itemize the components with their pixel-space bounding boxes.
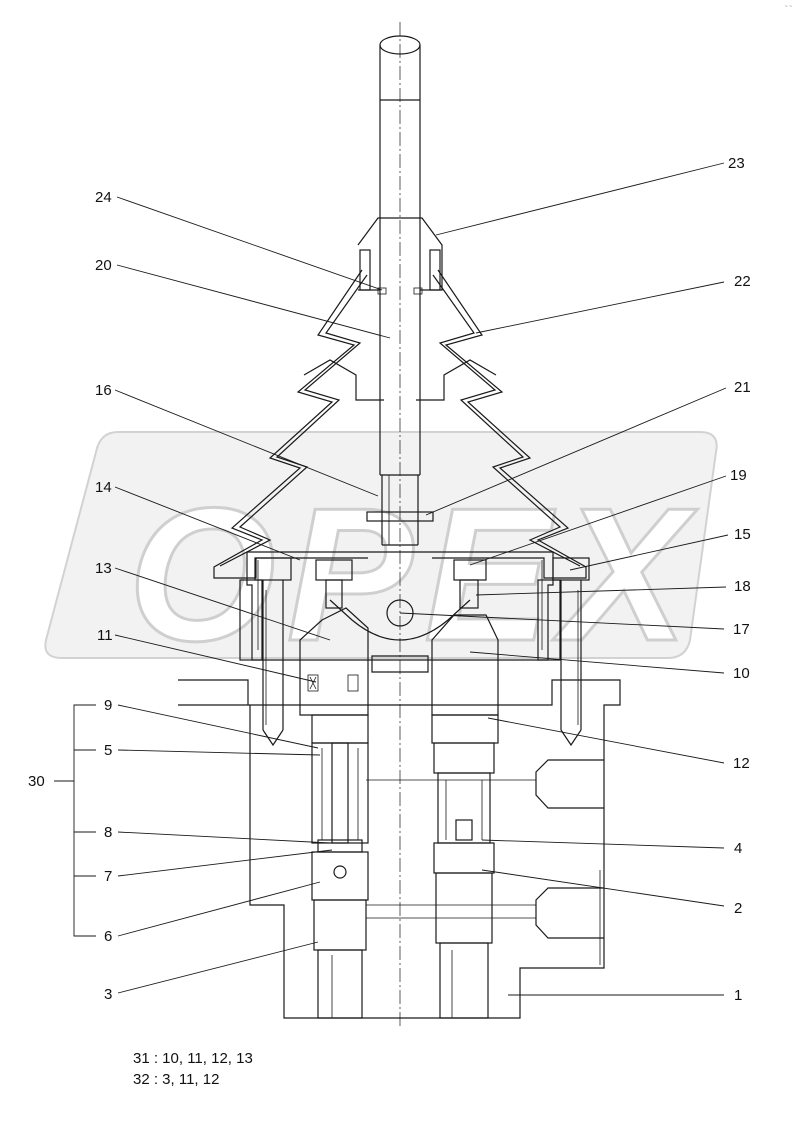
callout-21: 21 <box>734 379 751 396</box>
callout-30: 30 <box>28 773 45 790</box>
callout-labels: 23 24 20 22 16 21 14 19 15 13 18 17 11 1… <box>28 155 751 1004</box>
callout-12: 12 <box>733 755 750 772</box>
callout-6: 6 <box>104 928 112 945</box>
leader-lines <box>114 162 729 996</box>
callout-11: 11 <box>97 627 113 644</box>
callout-7: 7 <box>104 868 112 885</box>
callout-14: 14 <box>95 479 112 496</box>
callout-24: 24 <box>95 189 112 206</box>
watermark-logo: OPEX <box>44 431 718 683</box>
callout-15: 15 <box>734 526 751 543</box>
callout-19: 19 <box>730 467 747 484</box>
callout-20: 20 <box>95 257 112 274</box>
watermark-text: OPEX <box>128 469 698 681</box>
callout-9: 9 <box>104 697 112 714</box>
callout-3: 3 <box>104 986 112 1003</box>
kit-note-31: 31 : 10, 11, 12, 13 <box>133 1050 253 1067</box>
callout-16: 16 <box>95 382 112 399</box>
callout-5: 5 <box>104 742 112 759</box>
callout-4: 4 <box>734 840 742 857</box>
callout-10: 10 <box>733 665 750 682</box>
rubber-boot <box>213 269 587 579</box>
callout-13: 13 <box>95 560 112 577</box>
callout-23: 23 <box>728 155 745 172</box>
pivot-pin <box>386 599 414 627</box>
left-spool <box>311 714 369 1019</box>
right-spool <box>431 714 499 1019</box>
corner-mark: ~ ~ <box>784 4 792 10</box>
assembly-bracket <box>54 704 96 937</box>
callout-18: 18 <box>734 578 751 595</box>
valve-body <box>178 679 621 1019</box>
callout-17: 17 <box>733 621 750 638</box>
kit-note-32: 32 : 3, 11, 12 <box>133 1071 220 1088</box>
callout-2: 2 <box>734 900 742 917</box>
callout-22: 22 <box>734 273 751 290</box>
callout-1: 1 <box>734 987 742 1004</box>
callout-8: 8 <box>104 824 112 841</box>
lever-rod <box>366 35 434 546</box>
cap <box>357 217 443 295</box>
